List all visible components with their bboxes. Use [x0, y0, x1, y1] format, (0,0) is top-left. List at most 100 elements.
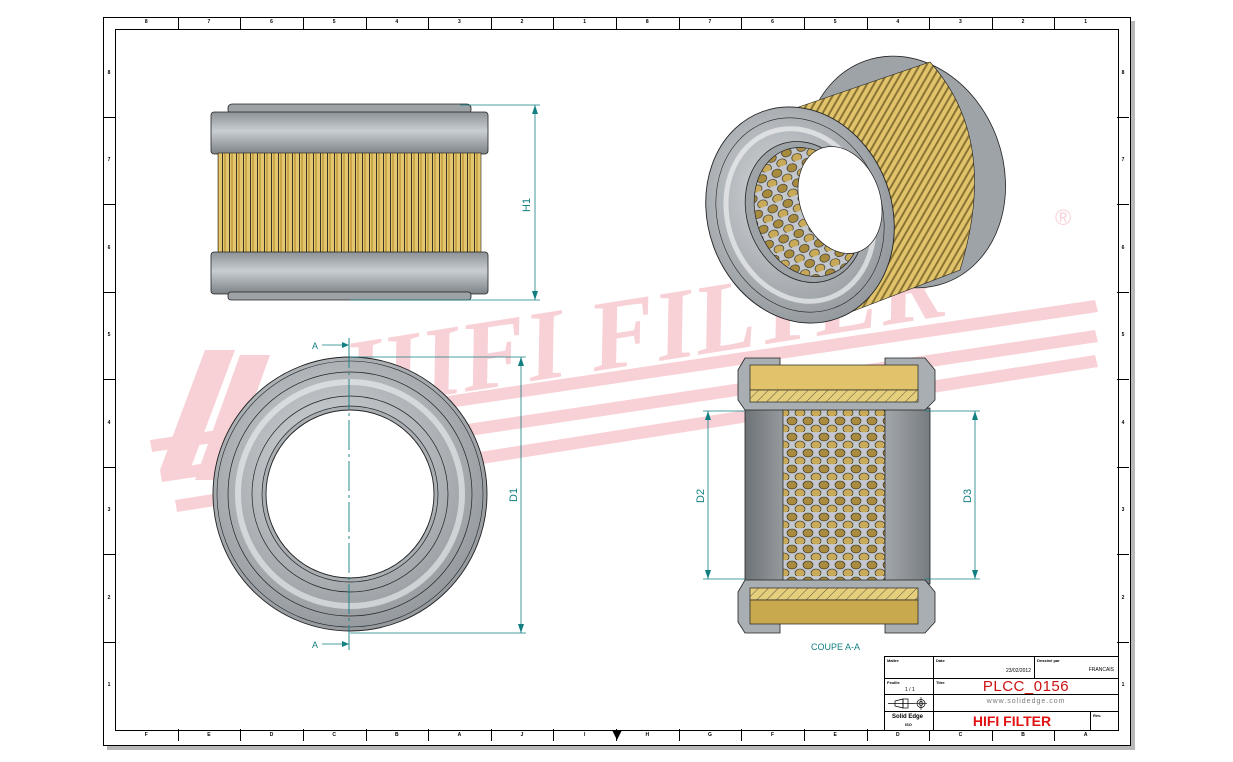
zone-tick: [553, 729, 555, 741]
tb-label: Maître: [887, 658, 899, 663]
zone-tick: [741, 729, 743, 741]
zone-label: J: [520, 732, 524, 738]
svg-text:A: A: [312, 341, 318, 351]
zone-label: 5: [1121, 332, 1125, 339]
zone-label: B: [1021, 732, 1025, 738]
zone-tick: [1054, 729, 1056, 741]
zone-label: 2: [1121, 594, 1125, 601]
zone-tick: [929, 17, 931, 29]
zone-label: 8: [107, 69, 111, 76]
tb-revision: Rév.: [1091, 712, 1118, 730]
zone-label: 1: [107, 682, 111, 689]
svg-text:D2: D2: [695, 489, 707, 503]
zone-tick: [103, 554, 115, 555]
zone-tick: [365, 17, 367, 29]
zone-tick: [177, 17, 179, 29]
tb-brand: HIFI FILTER: [934, 712, 1091, 730]
zone-tick: [428, 17, 430, 29]
software-name: Solid Edge: [892, 714, 924, 720]
centering-mark-icon: [612, 730, 622, 740]
zone-label: 1: [1121, 682, 1125, 689]
zone-tick: [103, 379, 115, 380]
zone-label: 8: [144, 19, 148, 25]
zone-tick: [616, 17, 617, 29]
zone-tick: [1117, 291, 1129, 293]
tb-projection: [885, 695, 934, 712]
zone-tick: [103, 466, 115, 468]
title-block: Maître Date 23/02/2012 Dessiné par FRANC…: [884, 656, 1119, 731]
zone-label: E: [833, 732, 837, 738]
part-number: PLCC_0156: [982, 678, 1070, 695]
zone-label: 1: [583, 19, 587, 25]
tb-label: Date: [936, 658, 945, 663]
zone-tick: [302, 17, 304, 29]
zone-tick: [1054, 17, 1056, 29]
zone-tick: [991, 729, 993, 741]
zone-label: 5: [332, 19, 336, 25]
zone-label: A: [1083, 732, 1088, 738]
zone-label: F: [144, 732, 148, 738]
zone-label: 3: [959, 19, 962, 25]
zone-tick: [929, 729, 931, 741]
zone-label: 1: [1084, 19, 1088, 25]
zone-label: A: [457, 732, 462, 738]
zone-tick: [678, 17, 680, 29]
zone-label: 6: [1121, 244, 1125, 251]
zone-label: 5: [833, 19, 837, 25]
zone-label: 8: [645, 19, 649, 25]
zone-tick: [177, 729, 179, 741]
tb-sheet-type: Maître: [885, 657, 934, 679]
zone-label: 4: [107, 419, 111, 426]
zone-tick: [428, 729, 430, 741]
date-value: 23/02/2012: [1005, 668, 1031, 674]
zone-tick: [991, 17, 993, 29]
zone-tick: [490, 17, 492, 29]
zone-label: 6: [107, 244, 111, 251]
svg-text:D3: D3: [962, 489, 974, 503]
zone-label: H: [645, 732, 650, 738]
tb-drawn-by: Dessiné par FRANCAIS: [1035, 657, 1118, 679]
zone-tick: [1117, 204, 1129, 205]
website-text: www.solidedge.com: [986, 698, 1066, 705]
zone-tick: [103, 291, 115, 293]
svg-text:COUPE A-A: COUPE A-A: [811, 642, 860, 652]
zone-tick: [103, 641, 115, 643]
tb-label: Titre: [936, 680, 945, 685]
zone-tick: [866, 729, 868, 741]
zone-label: F: [771, 732, 775, 738]
brand-name: HIFI FILTER: [972, 713, 1052, 729]
zone-tick: [365, 729, 367, 741]
zone-label: 4: [395, 19, 399, 25]
tb-label: Feuille: [887, 680, 900, 685]
zone-tick: [1117, 379, 1129, 380]
zone-label: 4: [1121, 419, 1125, 426]
zone-label: 5: [107, 332, 111, 339]
zone-tick: [302, 729, 304, 741]
zone-label: 2: [1021, 19, 1025, 25]
language-value: FRANCAIS: [1088, 667, 1114, 673]
zone-label: C: [958, 732, 963, 738]
zone-label: D: [896, 732, 900, 738]
zone-label: 4: [896, 19, 900, 25]
zone-tick: [803, 17, 805, 29]
zone-tick: [803, 729, 805, 741]
front-view: H1: [210, 103, 540, 301]
zone-label: D: [269, 732, 274, 738]
zone-label: C: [332, 732, 336, 738]
zone-label: 3: [1121, 507, 1125, 514]
zone-label: I: [583, 732, 586, 738]
zone-label: 7: [207, 19, 211, 25]
svg-text:H1: H1: [521, 198, 533, 212]
zone-label: 2: [520, 19, 524, 25]
zone-tick: [490, 729, 492, 741]
zone-tick: [1117, 466, 1129, 468]
tb-software: Solid Edge ISO: [885, 712, 934, 730]
tb-website: www.solidedge.com: [934, 695, 1118, 712]
zone-label: B: [395, 732, 399, 738]
zone-label: 3: [458, 19, 461, 25]
zone-label: 7: [107, 157, 111, 164]
zone-label: 7: [708, 19, 712, 25]
tb-title: Titre PLCC_0156: [934, 678, 1118, 695]
zone-tick: [240, 17, 242, 29]
